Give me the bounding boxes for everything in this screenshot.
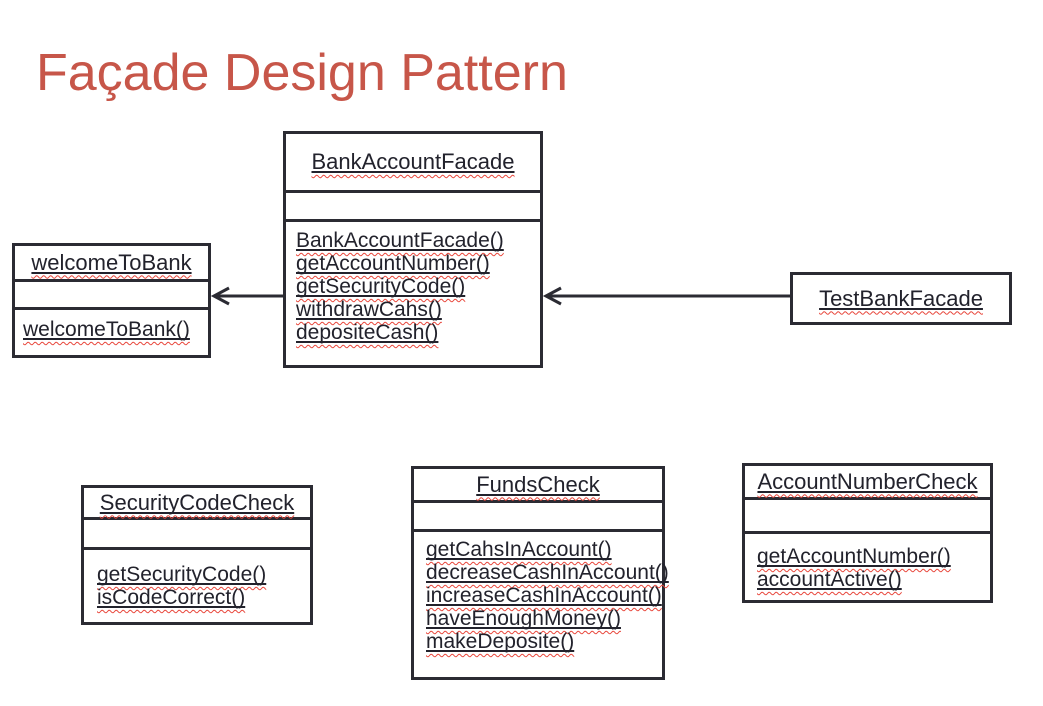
class-name: BankAccountFacade — [311, 149, 515, 174]
class-name-section: FundsCheck — [414, 469, 662, 503]
class-name-section: BankAccountFacade — [286, 134, 540, 193]
arrow-testbankfacade-to-facade — [542, 286, 790, 306]
class-box-fundscheck: FundsCheck getCahsInAccount() decreaseCa… — [411, 466, 669, 680]
class-name: SecurityCodeCheck — [99, 489, 295, 515]
class-box-securitycodecheck: SecurityCodeCheck getSecurityCode() isCo… — [81, 485, 313, 625]
method: withdrawCahs() — [296, 298, 442, 321]
class-box-bankaccountfacade: BankAccountFacade BankAccountFacade() ge… — [283, 131, 543, 368]
class-name: welcomeToBank — [31, 249, 192, 275]
method: BankAccountFacade() — [296, 229, 504, 252]
method: getSecurityCode() — [296, 275, 466, 298]
class-name: TestBankFacade — [819, 285, 983, 311]
class-box-testbankfacade: TestBankFacade — [790, 272, 1012, 325]
class-name-section: AccountNumberCheck — [745, 466, 990, 500]
method: isCodeCorrect() — [97, 586, 246, 609]
class-attributes-section — [286, 193, 540, 222]
method: decreaseCashInAccount() — [426, 561, 669, 584]
class-methods-section: getSecurityCode() isCodeCorrect() — [84, 550, 310, 609]
class-methods-section: getAccountNumber() accountActive() — [745, 534, 990, 591]
class-methods-section: getCahsInAccount() decreaseCashInAccount… — [414, 532, 669, 653]
class-name: FundsCheck — [476, 471, 600, 497]
class-attributes-section — [414, 503, 662, 532]
class-methods-section: welcomeToBank() — [15, 310, 208, 341]
method: depositeCash() — [296, 321, 439, 344]
class-attributes-section — [745, 500, 990, 534]
method: getAccountNumber() — [296, 252, 490, 275]
method: welcomeToBank() — [23, 318, 190, 341]
arrow-facade-to-welcometobank — [210, 286, 283, 306]
class-name-section: SecurityCodeCheck — [84, 488, 310, 520]
class-attributes-section — [15, 282, 208, 310]
method: makeDeposite() — [426, 630, 575, 653]
class-name-section: TestBankFacade — [793, 275, 1009, 322]
class-box-accountnumbercheck: AccountNumberCheck getAccountNumber() ac… — [742, 463, 993, 603]
page-title: Façade Design Pattern — [36, 43, 568, 102]
class-attributes-section — [84, 520, 310, 550]
method: accountActive() — [757, 568, 902, 591]
method: getCahsInAccount() — [426, 538, 612, 561]
method: getAccountNumber() — [757, 545, 951, 568]
method: getSecurityCode() — [97, 563, 267, 586]
method: increaseCashInAccount() — [426, 584, 662, 607]
class-methods-section: BankAccountFacade() getAccountNumber() g… — [286, 222, 540, 344]
class-name: AccountNumberCheck — [757, 468, 978, 494]
class-name-section: welcomeToBank — [15, 246, 208, 282]
method: haveEnoughMoney() — [426, 607, 621, 630]
class-box-welcometobank: welcomeToBank welcomeToBank() — [12, 243, 211, 358]
